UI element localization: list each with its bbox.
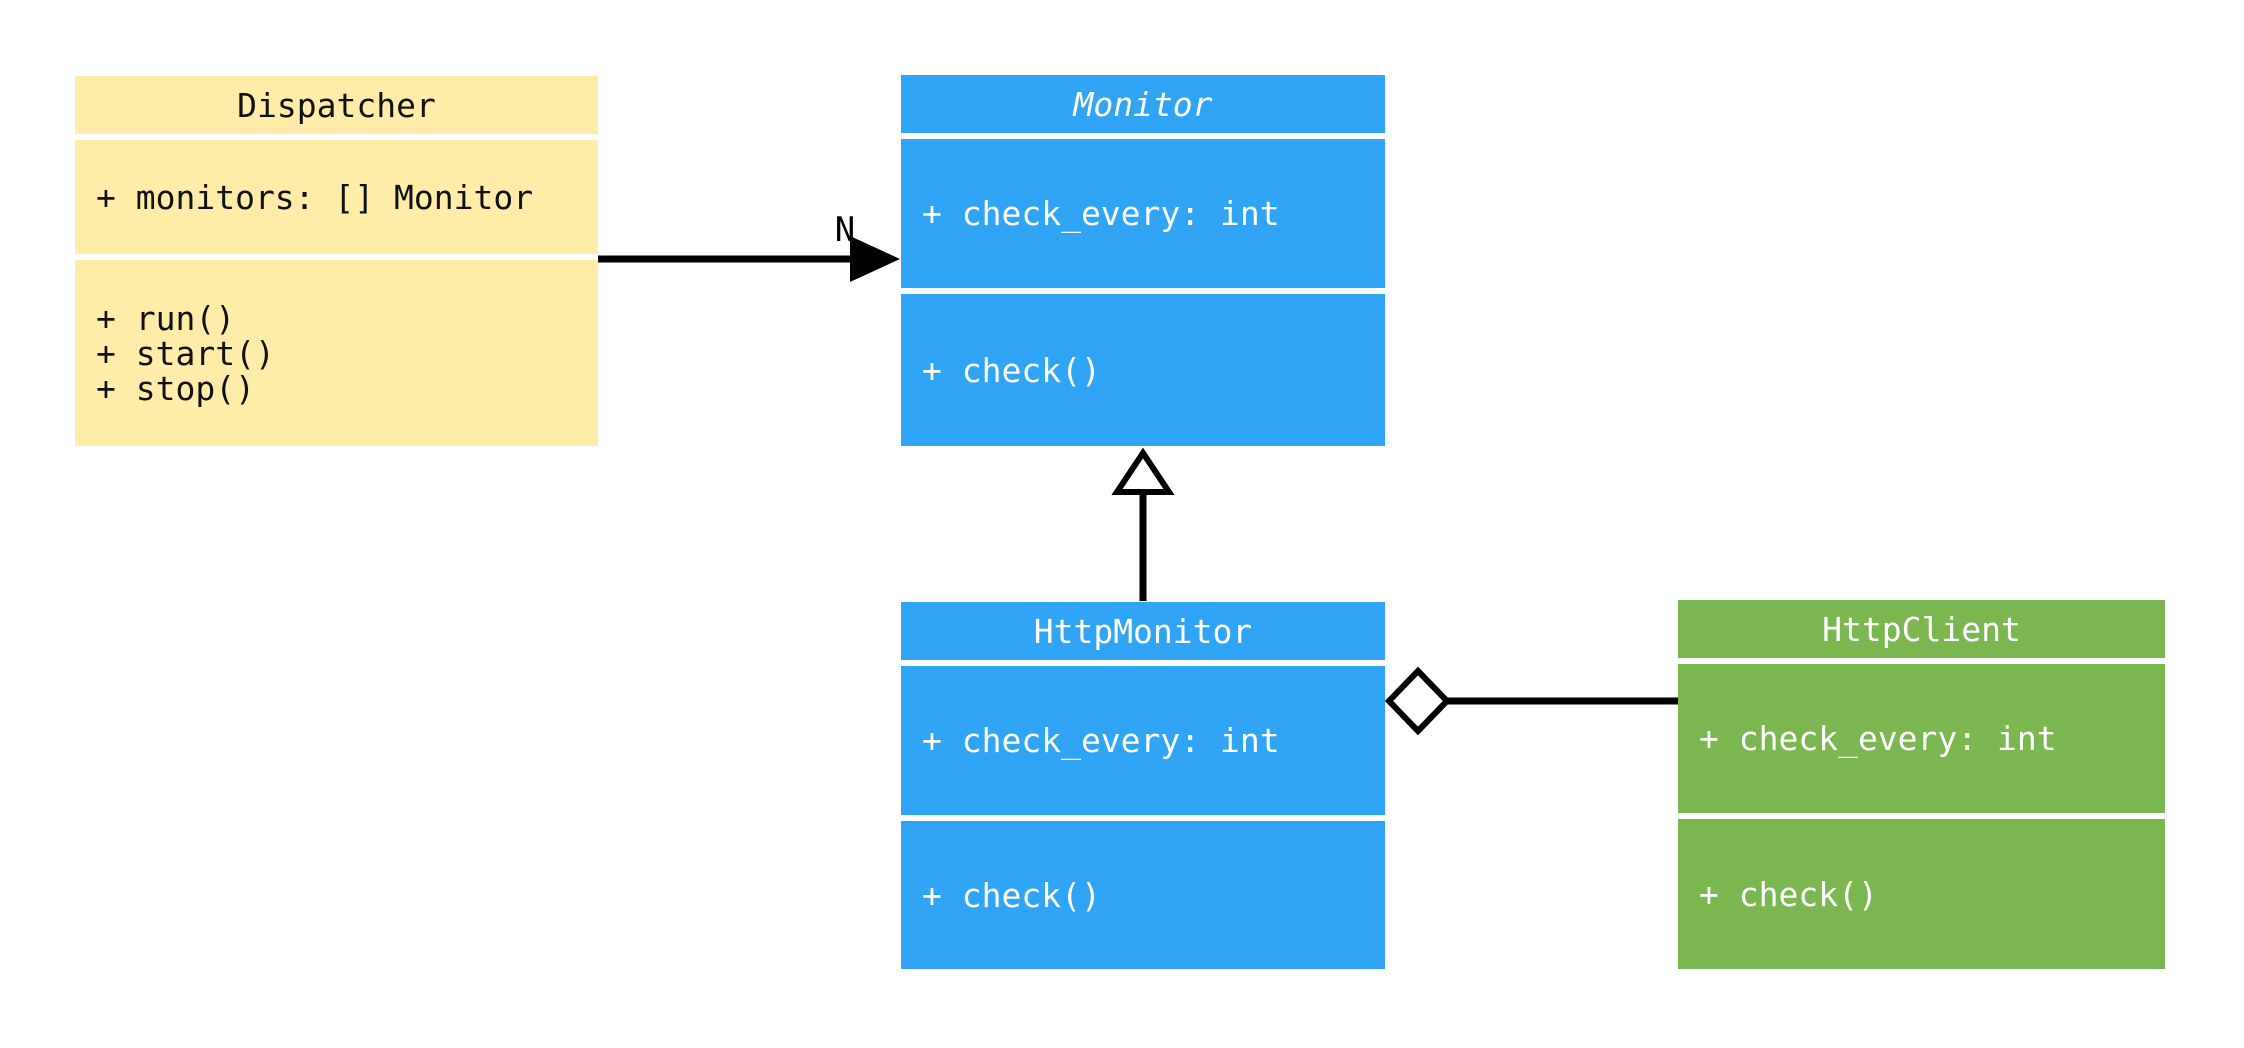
methods-section: + check() — [1678, 819, 2165, 969]
method-line: + stop() — [96, 368, 255, 408]
method-line: + check() — [922, 350, 1101, 390]
class-title: HttpMonitor — [901, 602, 1385, 660]
attribute-line: + check_every: int — [922, 194, 1280, 233]
method-line: + check() — [1699, 874, 1878, 914]
attribute-line: + check_every: int — [1699, 719, 2057, 758]
aggregation-diamond-icon — [1384, 666, 1452, 736]
attributes-section: + monitors: [] Monitor — [75, 140, 598, 254]
methods-section: + check() — [901, 294, 1385, 446]
class-node-monitor: Monitor + check_every: int + check() — [901, 75, 1385, 446]
attributes-section: + check_every: int — [901, 666, 1385, 815]
class-title: HttpClient — [1678, 600, 2165, 658]
method-line: + run() — [96, 298, 236, 338]
attributes-section: + check_every: int — [1678, 664, 2165, 813]
methods-section: + run() + start() + stop() — [75, 260, 598, 446]
multiplicity-label: N — [834, 210, 856, 250]
class-node-httpclient: HttpClient + check_every: int + check() — [1678, 600, 2165, 969]
class-title: Dispatcher — [75, 76, 598, 134]
class-title: Monitor — [901, 75, 1385, 133]
generalization-triangle-icon — [1111, 447, 1175, 495]
attribute-line: + check_every: int — [922, 721, 1280, 760]
class-node-dispatcher: Dispatcher + monitors: [] Monitor + run(… — [75, 76, 598, 446]
attributes-section: + check_every: int — [901, 139, 1385, 288]
methods-section: + check() — [901, 821, 1385, 969]
aggregation-httpmonitor-httpclient — [1384, 666, 1678, 736]
method-line: + check() — [922, 875, 1101, 915]
generalization-httpmonitor-monitor — [1111, 447, 1175, 601]
method-line: + start() — [96, 333, 275, 373]
class-node-httpmonitor: HttpMonitor + check_every: int + check() — [901, 602, 1385, 969]
attribute-line: + monitors: [] Monitor — [96, 177, 534, 217]
